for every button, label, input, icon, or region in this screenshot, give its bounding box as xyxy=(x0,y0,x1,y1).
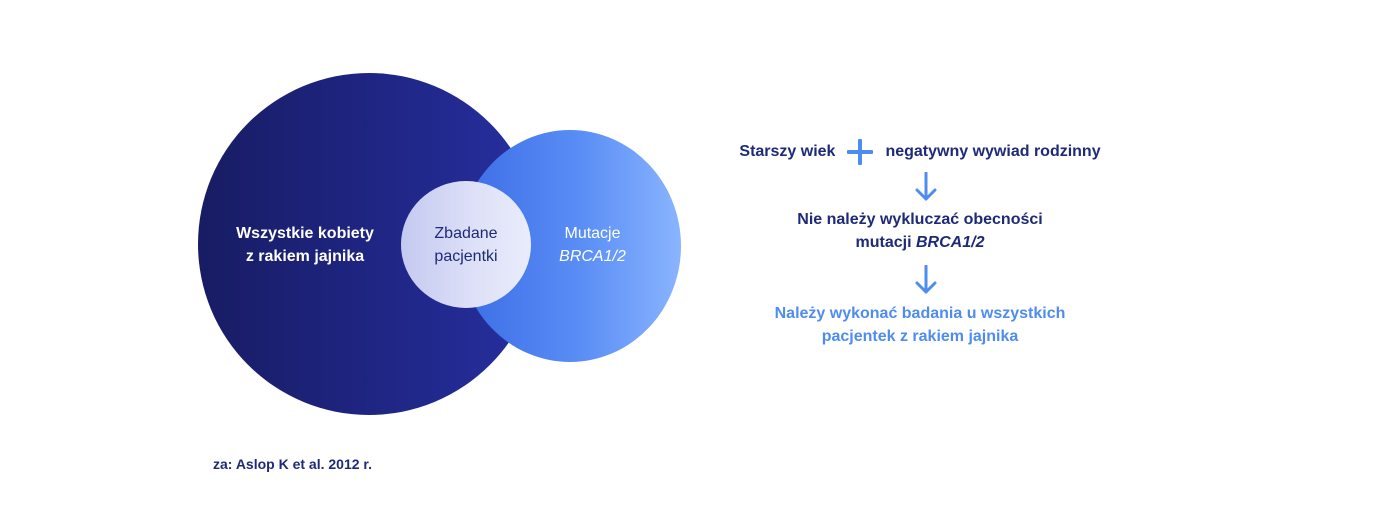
all-patients-label-line1: Wszystkie kobiety xyxy=(236,225,374,242)
negative-family-history-text: negatywny wywiad rodzinny xyxy=(885,143,1101,160)
tested-patients-circle xyxy=(401,181,531,308)
test-all-patients-text: Należy wykonać badania u wszystkich pacj… xyxy=(700,302,1140,348)
do-not-exclude-line2-prefix: mutacji xyxy=(855,234,912,251)
risk-factors-row: Starszy wiek negatywny wywiad rodzinny xyxy=(700,138,1140,166)
arrow-down-icon xyxy=(915,172,937,201)
brca-mutation-label: Mutacje BRCA1/2 xyxy=(535,222,650,268)
test-all-patients-line1: Należy wykonać badania u wszystkich xyxy=(774,305,1066,322)
do-not-exclude-line2-gene: BRCA1/2 xyxy=(916,234,985,251)
plus-icon xyxy=(847,139,874,165)
tested-patients-label-line2: pacjentki xyxy=(434,248,498,265)
do-not-exclude-line2: mutacji BRCA1/2 xyxy=(700,231,1140,254)
test-all-patients-line2: pacjentek z rakiem jajnika xyxy=(821,328,1019,345)
all-patients-label: Wszystkie kobiety z rakiem jajnika xyxy=(210,222,400,268)
tested-patients-label-line1: Zbadane xyxy=(434,225,498,242)
do-not-exclude-line1: Nie należy wykluczać obecności xyxy=(797,211,1043,228)
brca-mutation-label-line2: BRCA1/2 xyxy=(559,248,626,265)
citation-text: za: Aslop K et al. 2012 r. xyxy=(213,456,372,472)
arrow-down-icon xyxy=(915,265,937,294)
venn-diagram: Wszystkie kobiety z rakiem jajnika Zbada… xyxy=(198,73,681,415)
do-not-exclude-mutation-text: Nie należy wykluczać obecności mutacji B… xyxy=(700,208,1140,254)
all-patients-label-line2: z rakiem jajnika xyxy=(245,248,365,265)
older-age-text: Starszy wiek xyxy=(739,143,836,160)
tested-patients-label: Zbadane pacjentki xyxy=(401,222,531,268)
brca-mutation-label-line1: Mutacje xyxy=(564,225,621,242)
